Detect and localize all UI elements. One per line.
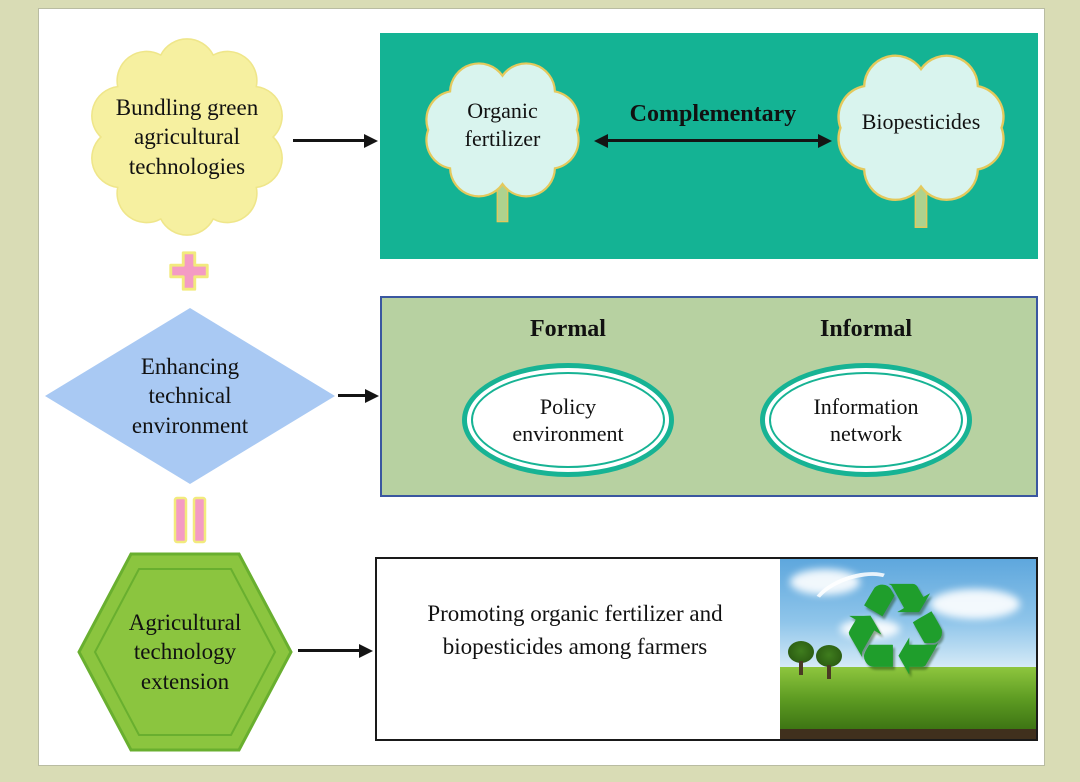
tree-shape-icon bbox=[837, 54, 1005, 228]
extension-hexagon: Agricultural technology extension bbox=[73, 548, 297, 756]
soil-strip bbox=[780, 729, 1036, 739]
grass-foreground bbox=[780, 667, 1036, 739]
photo-cloud bbox=[930, 589, 1020, 619]
informal-header: Informal bbox=[820, 316, 912, 342]
small-tree-icon bbox=[788, 641, 814, 675]
arrow-enhancing-to-env bbox=[338, 394, 366, 397]
plus-icon bbox=[169, 251, 209, 291]
enhancing-label: Enhancing technical environment bbox=[131, 353, 249, 438]
small-tree-icon bbox=[816, 645, 842, 679]
policy-environment-oval: Policy environment bbox=[462, 363, 674, 477]
hexagon-shape-icon bbox=[77, 552, 293, 752]
arrow-bundling-to-tech bbox=[293, 139, 365, 142]
tree-crown bbox=[816, 645, 842, 667]
organic-fertilizer-label: Organic fertilizer bbox=[464, 97, 541, 151]
biopesticides-tree: Biopesticides bbox=[826, 52, 1016, 232]
photo-cloud bbox=[790, 569, 860, 595]
tree-trunk bbox=[827, 665, 831, 679]
complementary-label: Complementary bbox=[629, 101, 797, 127]
policy-environment-label: Policy environment bbox=[471, 372, 665, 468]
tree-shape-icon bbox=[425, 62, 580, 223]
organic-fertilizer-tree: Organic fertilizer bbox=[415, 60, 590, 226]
tree-crown bbox=[788, 641, 814, 663]
recycle-icon: ♻ bbox=[838, 559, 953, 705]
nature-photo: ♻ bbox=[780, 559, 1036, 739]
bundling-cloud: Bundling green agricultural technologies bbox=[82, 32, 292, 242]
bundling-label: Bundling green agricultural technologies bbox=[115, 94, 259, 179]
complementary-double-arrow bbox=[607, 139, 819, 142]
information-network-oval: Information network bbox=[760, 363, 972, 477]
outcome-text: Promoting organic fertilizer and biopest… bbox=[427, 601, 723, 660]
extension-label: Agricultural technology extension bbox=[128, 609, 242, 694]
formal-header: Formal bbox=[530, 316, 606, 342]
biopesticides-label: Biopesticides bbox=[861, 109, 981, 135]
information-network-text: Information network bbox=[813, 393, 919, 447]
photo-cloud bbox=[840, 619, 900, 639]
information-network-label: Information network bbox=[769, 372, 963, 468]
tree-trunk bbox=[799, 661, 803, 675]
cloud-shape-icon bbox=[91, 38, 283, 236]
equals-icon bbox=[173, 496, 207, 544]
policy-environment-text: Policy environment bbox=[512, 393, 624, 447]
arrow-extension-to-outcome bbox=[298, 649, 360, 652]
